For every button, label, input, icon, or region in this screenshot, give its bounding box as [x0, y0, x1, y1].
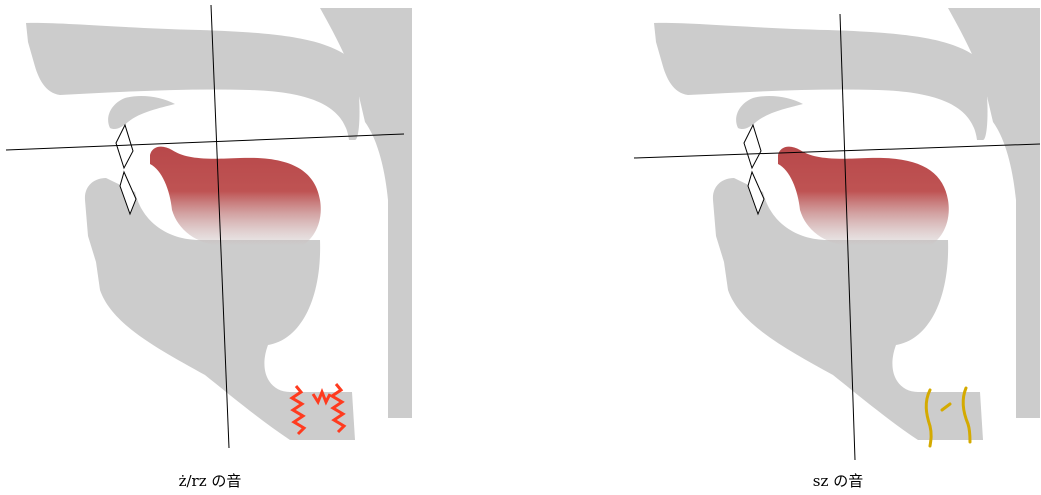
tongue: [150, 147, 321, 246]
tongue: [778, 147, 949, 246]
upper-incisor: [744, 125, 761, 168]
vocal-tract-diagram: [0, 0, 420, 495]
caption-sound: sz: [813, 472, 829, 490]
upper-incisor: [116, 125, 133, 168]
horizontal-axis-line: [6, 134, 404, 150]
vocal-tract-diagram: [628, 0, 1041, 495]
caption-suffix: の音: [833, 470, 863, 491]
horizontal-axis-line: [634, 144, 1040, 158]
upper-lip: [108, 96, 175, 129]
nasal-cavity: [26, 23, 360, 140]
diagram-panel-right: sz の音: [628, 0, 1041, 495]
caption: sz の音: [628, 470, 1041, 491]
caption-sound: ż/rz: [179, 472, 207, 490]
diagram-panel-left: ż/rz の音: [0, 0, 420, 495]
caption-suffix: の音: [211, 470, 241, 491]
caption: ż/rz の音: [0, 470, 420, 491]
nasal-cavity: [654, 23, 988, 140]
upper-lip: [736, 96, 803, 129]
